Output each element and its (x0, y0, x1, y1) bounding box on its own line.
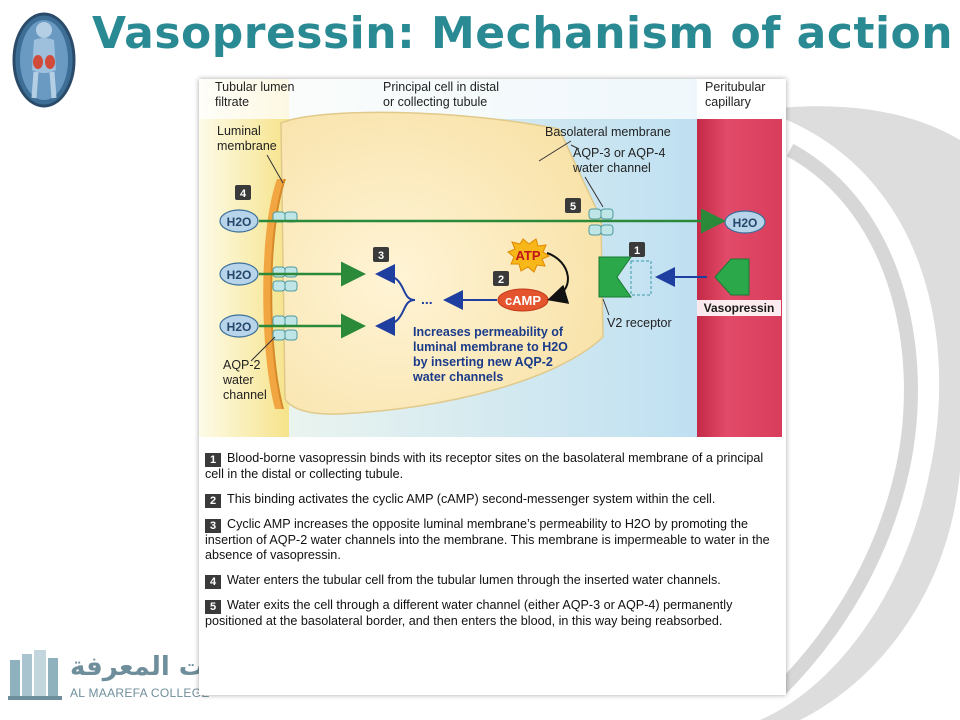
aqp34-label: AQP-3 or AQP-4 (573, 146, 665, 160)
vasopressin-label: Vasopressin (704, 301, 775, 315)
svg-text:H2O: H2O (227, 215, 252, 229)
aqp2-label-3: channel (223, 388, 267, 402)
svg-text:ATP: ATP (515, 248, 540, 263)
permeability-text: Increases permeability of (413, 325, 564, 339)
step-3-badge: 3 (373, 247, 389, 262)
conversion-arrow (546, 252, 570, 304)
step-4-badge: 4 (235, 185, 251, 200)
permeability-text-2: luminal membrane to H2O (413, 340, 568, 354)
permeability-text-3: by inserting new AQP-2 (413, 355, 553, 369)
svg-text:H2O: H2O (227, 268, 252, 282)
svg-text:H2O: H2O (733, 216, 758, 230)
svg-text:4: 4 (240, 188, 247, 200)
slide-title: Vasopressin: Mechanism of action (92, 8, 954, 59)
cell-label: Principal cell in distal (383, 80, 499, 94)
water-molecule: H2O (219, 262, 259, 286)
luminal-membrane-label: Luminal (217, 124, 261, 138)
v2-receptor-label: V2 receptor (607, 316, 672, 330)
college-logo: كليات المعرفة AL MAAREFA COLLEGE (6, 646, 251, 708)
svg-text:cAMP: cAMP (505, 293, 541, 308)
lumen-label-2: filtrate (215, 95, 249, 109)
insertion-arrow (375, 299, 416, 336)
svg-text:1: 1 (634, 245, 640, 257)
vasopressin-molecule (714, 258, 750, 296)
capillary-label: Peritubular (705, 80, 765, 94)
atp-burst: ATP (507, 238, 551, 273)
capillary-label-2: capillary (705, 95, 752, 109)
water-molecule: H2O (724, 210, 766, 234)
v2-receptor (598, 256, 652, 298)
vasopressin-diagram: Tubular lumen filtrate Principal cell in… (199, 79, 786, 437)
svg-text:3: 3 (378, 250, 384, 262)
svg-text:2: 2 (498, 274, 504, 286)
luminal-membrane (263, 179, 285, 409)
lumen-label: Tubular lumen (215, 80, 294, 94)
ellipsis: ... (421, 291, 433, 307)
svg-text:5: 5 (570, 201, 576, 213)
water-molecule: H2O (219, 314, 259, 338)
step-5-badge: 5 (565, 198, 581, 213)
aqp34-channel (588, 208, 614, 236)
insertion-arrow (375, 264, 416, 301)
permeability-text-4: water channels (412, 370, 503, 384)
svg-text:H2O: H2O (227, 320, 252, 334)
camp-label: cAMP (497, 288, 549, 312)
luminal-membrane-label-2: membrane (217, 139, 277, 153)
cell-label-2: or collecting tubule (383, 95, 487, 109)
basolateral-membrane-label: Basolateral membrane (545, 125, 671, 139)
figure-panel: Tubular lumen filtrate Principal cell in… (199, 79, 786, 695)
aqp34-label-2: water channel (572, 161, 651, 175)
books-icon (8, 650, 62, 700)
water-molecule: H2O (219, 209, 259, 233)
step-2-badge: 2 (493, 271, 509, 286)
step-1-badge: 1 (629, 242, 645, 257)
anatomy-logo (12, 12, 76, 108)
aqp2-label-2: water (222, 373, 254, 387)
aqp2-label: AQP-2 (223, 358, 261, 372)
principal-cell (280, 111, 604, 415)
college-name-english: AL MAAREFA COLLEGE (70, 686, 210, 700)
